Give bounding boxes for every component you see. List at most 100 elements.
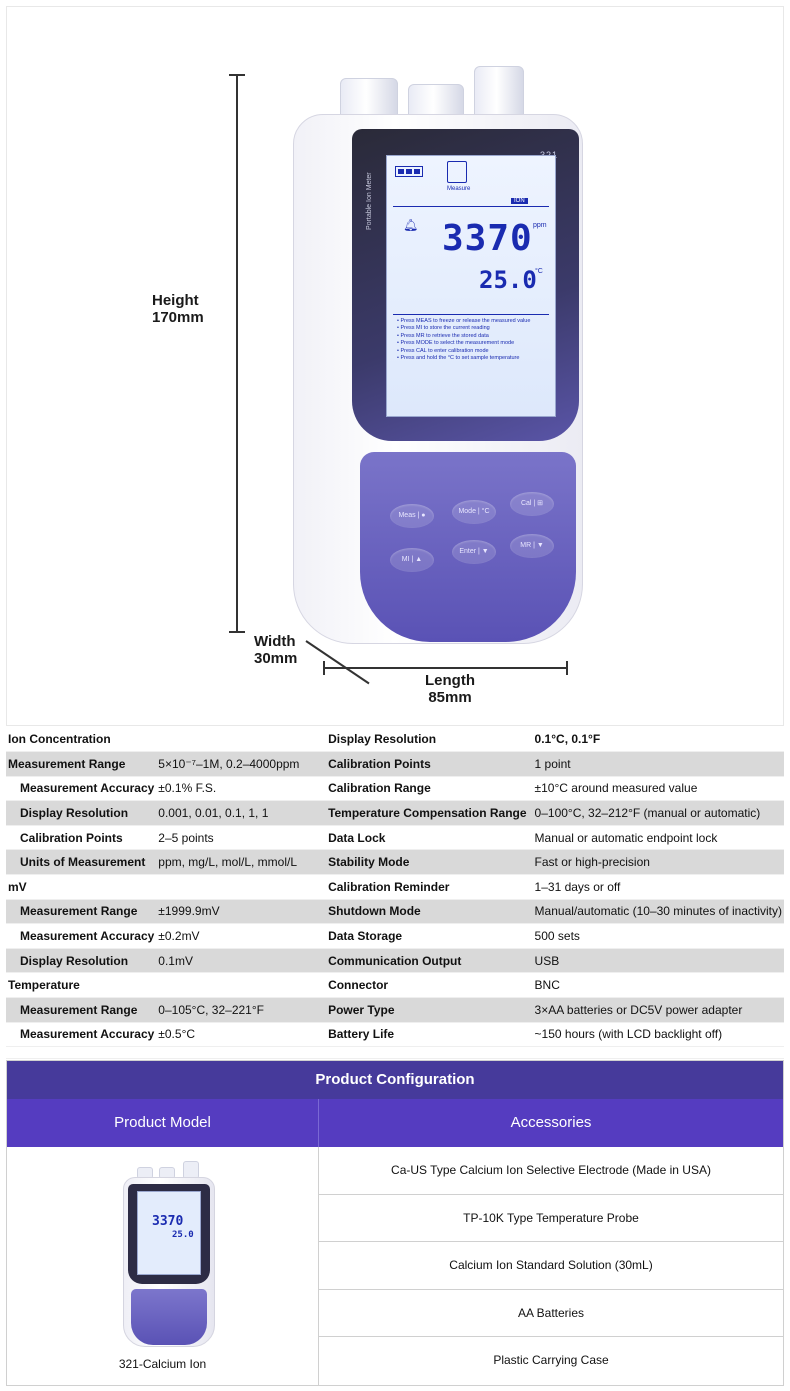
spec-label: Ion Concentration — [6, 727, 157, 753]
spec-value: 5×10⁻⁷–1M, 0.2–4000ppm — [156, 751, 315, 777]
spec-label: Temperature Compensation Range — [314, 800, 529, 826]
product-model-cell: 3370 25.0 321-Calcium Ion — [7, 1147, 319, 1385]
spec-label: Calibration Range — [314, 776, 529, 802]
meter-lcd-display: Measure ION 🔔︎ 3370 ppm 25.0 °C • Press … — [386, 155, 556, 417]
spec-value: ±0.5°C — [156, 1022, 315, 1048]
lcd-divider-top — [393, 206, 549, 207]
spec-label: Display Resolution — [314, 727, 529, 753]
spec-spacer-cell — [6, 1046, 157, 1060]
length-label: Length 85mm — [425, 672, 475, 706]
spec-value: Manual/automatic (10–30 minutes of inact… — [528, 899, 784, 925]
product-model-name: 321-Calcium Ion — [118, 1357, 207, 1371]
spec-value: ±0.2mV — [156, 923, 315, 949]
width-label: Width 30mm — [254, 633, 298, 667]
spec-value — [156, 727, 315, 753]
length-dimension-line — [324, 667, 567, 669]
spec-value: 1 point — [528, 751, 784, 777]
accessory-item: TP-10K Type Temperature Probe — [319, 1195, 783, 1243]
spec-value: 0.1mV — [156, 948, 315, 974]
spec-label: Measurement Range — [6, 997, 157, 1023]
spec-value: 500 sets — [528, 923, 784, 949]
accessories-header: Accessories — [510, 1114, 592, 1131]
spec-value: 0–105°C, 32–221°F — [156, 997, 315, 1023]
lcd-ion-tag: ION — [511, 198, 528, 204]
spec-row: Measurement Accuracy±0.1% F.S.Calibratio… — [6, 776, 784, 802]
lcd-divider-bottom — [393, 314, 549, 315]
product-model-header: Product Model — [7, 1099, 319, 1147]
spec-label: Stability Mode — [314, 849, 529, 876]
spec-value: ±10°C around measured value — [528, 776, 784, 802]
spec-value: 0–100°C, 32–212°F (manual or automatic) — [528, 800, 784, 826]
thumbnail-lcd: 3370 25.0 — [137, 1191, 201, 1275]
spec-label: Temperature — [6, 972, 157, 999]
height-dimension-tick-bottom — [229, 631, 245, 633]
spec-label: Data Storage — [314, 923, 529, 949]
height-dimension-tick-top — [229, 74, 245, 76]
spec-value: 1–31 days or off — [528, 874, 784, 900]
spec-value: Manual or automatic endpoint lock — [528, 825, 784, 851]
configuration-header: Product Model Accessories — [7, 1099, 783, 1147]
configuration-title: Product Configuration — [7, 1061, 783, 1099]
accessory-item: Calcium Ion Standard Solution (30mL) — [319, 1242, 783, 1290]
spec-label: Calibration Points — [6, 825, 157, 851]
spec-spacer-row — [6, 1046, 784, 1060]
mi-key: MI | ▲ — [390, 548, 434, 572]
accessories-list: Ca-US Type Calcium Ion Selective Electro… — [319, 1147, 783, 1385]
spec-label: Measurement Accuracy — [6, 923, 157, 949]
spec-label: Display Resolution — [6, 948, 157, 974]
cal-key: Cal | ⊞ — [510, 492, 554, 516]
spec-label: Power Type — [314, 997, 529, 1023]
height-label: Height 170mm — [152, 292, 204, 326]
spec-value: 0.1°C, 0.1°F — [528, 727, 784, 753]
battery-icon — [395, 166, 423, 177]
meter-keypad: Meas | ● Mode | °C Cal | ⊞ MI | ▲ Enter … — [360, 452, 576, 642]
spec-value: ppm, mg/L, mol/L, mmol/L — [156, 849, 315, 876]
spec-label: Measurement Accuracy — [6, 776, 157, 802]
measure-mode-icon — [447, 161, 467, 183]
configuration-body: 3370 25.0 321-Calcium Ion Ca-US Type Cal… — [7, 1147, 783, 1385]
length-dimension-tick-left — [323, 661, 325, 675]
spec-value — [156, 972, 315, 999]
spec-label: Connector — [314, 972, 529, 999]
accessory-item: Plastic Carrying Case — [493, 1353, 609, 1368]
length-dimension-tick-right — [566, 661, 568, 675]
spec-value: ±1999.9mV — [156, 899, 315, 925]
spec-spacer-cell — [528, 1046, 784, 1060]
meter-brand-text: Portable Ion Meter — [366, 172, 373, 230]
spec-label: mV — [6, 874, 157, 900]
mr-key: MR | ▼ — [510, 534, 554, 558]
spec-value — [156, 874, 315, 900]
lcd-temperature-unit: °C — [535, 268, 543, 275]
spec-value: BNC — [528, 972, 784, 999]
spec-value: ±0.1% F.S. — [156, 776, 315, 802]
accessory-item: AA Batteries — [319, 1290, 783, 1338]
spec-label: Shutdown Mode — [314, 899, 529, 925]
thumbnail-reading: 3370 — [152, 1214, 184, 1229]
spec-label: Measurement Range — [6, 751, 157, 777]
spec-value: USB — [528, 948, 784, 974]
product-configuration: Product Configuration Product Model Acce… — [6, 1060, 784, 1386]
spec-label: Data Lock — [314, 825, 529, 851]
lcd-help-text: • Press MEAS to freeze or release the me… — [397, 318, 531, 362]
spec-label: Battery Life — [314, 1022, 529, 1048]
spec-label: Measurement Range — [6, 899, 157, 925]
probe-cap-left — [340, 78, 398, 120]
mode-key: Mode | °C — [452, 500, 496, 524]
spec-label: Calibration Reminder — [314, 874, 529, 900]
spec-value: Fast or high-precision — [528, 849, 784, 876]
lcd-main-reading: 3370 — [442, 218, 533, 259]
spec-value: 2–5 points — [156, 825, 315, 851]
spec-label: Measurement Accuracy — [6, 1022, 157, 1048]
spec-label: Calibration Points — [314, 751, 529, 777]
accessory-item: Ca-US Type Calcium Ion Selective Electro… — [319, 1147, 783, 1195]
